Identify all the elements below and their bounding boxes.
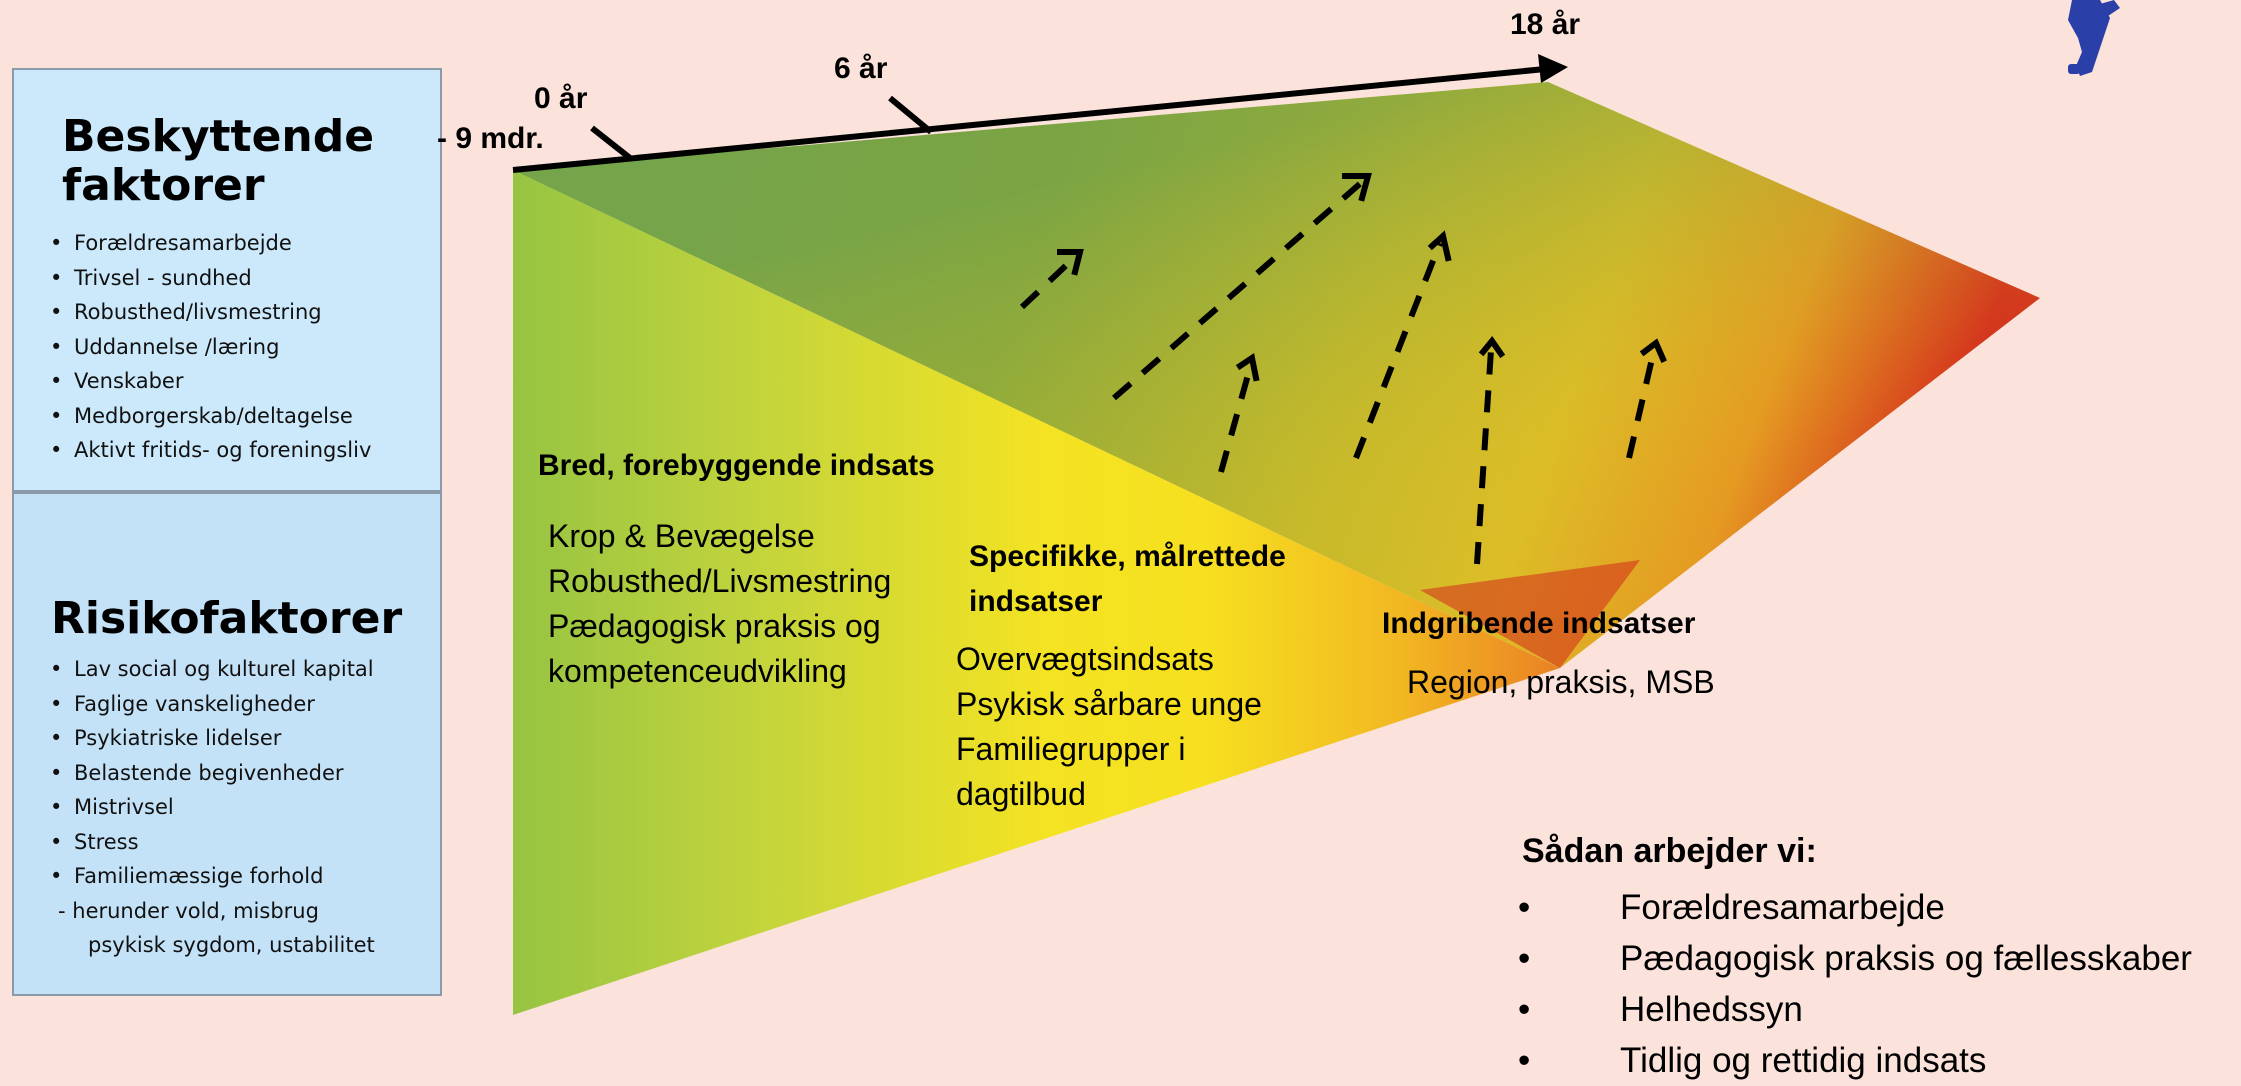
intervening-title: Indgribende indsatser xyxy=(1382,607,1696,640)
list-item: Psykiatriske lidelser xyxy=(50,721,375,756)
broad-prevention-title: Bred, forebyggende indsats xyxy=(538,449,935,482)
list-item: Pædagogisk praksis og xyxy=(548,608,881,644)
intervening-text: Region, praksis, MSB xyxy=(1407,664,1715,700)
dashed-arrow xyxy=(1626,349,1657,459)
list-item: Mistrivsel xyxy=(50,790,375,825)
age-0-marker xyxy=(590,125,632,161)
risk-factors-box: Risikofaktorer Lav social og kulturel ka… xyxy=(12,492,442,996)
list-item: Stress xyxy=(50,825,375,860)
list-item: • Tidlig og rettidig indsats xyxy=(1518,1035,2192,1086)
specific-interventions-list: Overvægtsindsats Psykisk sårbare unge Fa… xyxy=(956,637,1262,817)
list-item: dagtilbud xyxy=(956,776,1086,812)
upward-arrows xyxy=(1019,179,1657,565)
bullet: • xyxy=(1518,888,1531,927)
list-item: Faglige vanskeligheder xyxy=(50,687,375,722)
specific-title-line: indsatser xyxy=(969,585,1103,618)
list-sub-item: psykisk sygdom, ustabilitet xyxy=(88,933,375,957)
age-label-6: 6 år xyxy=(834,52,888,85)
age-label-18: 18 år xyxy=(1510,8,1581,41)
list-item-text: Helhedssyn xyxy=(1620,990,1803,1029)
list-item: Venskaber xyxy=(50,364,371,399)
age-label-0: 0 år xyxy=(534,82,588,115)
list-item: Robusthed/Livsmestring xyxy=(548,563,892,599)
list-item: Krop & Bevægelse xyxy=(548,518,815,554)
dashed-arrow xyxy=(1353,241,1443,460)
bullet: • xyxy=(1518,939,1531,978)
protective-factors-box: Beskyttende faktorer Forældresamarbejde … xyxy=(12,68,442,492)
broad-prevention-list: Krop & Bevægelse Robusthed/Livsmestring … xyxy=(548,514,891,694)
list-item: Overvægtsindsats xyxy=(956,641,1214,677)
climbing-figure-icon xyxy=(2068,0,2120,76)
list-item: Belastende begivenheder xyxy=(50,756,375,791)
list-item: • Forældresamarbejde xyxy=(1518,882,2192,933)
list-item-text: Forældresamarbejde xyxy=(1620,888,1945,927)
risk-factors-title: Risikofaktorer xyxy=(51,593,403,644)
dashed-arrow xyxy=(1218,363,1254,473)
bullet: • xyxy=(1518,990,1531,1029)
bullet: • xyxy=(1518,1041,1531,1080)
timeline-arrow-line xyxy=(512,66,1546,173)
protective-factors-list: Forældresamarbejde Trivsel - sundhed Rob… xyxy=(50,226,371,468)
age-6-marker xyxy=(888,95,933,135)
specific-title-line: Specifikke, målrettede xyxy=(969,540,1286,573)
list-item-text: Tidlig og rettidig indsats xyxy=(1620,1041,1987,1080)
list-item: Uddannelse /læring xyxy=(50,330,371,365)
wedge-red-corner xyxy=(1420,560,1640,668)
arrow-head xyxy=(1342,173,1372,202)
list-item: Aktivt fritids- og foreningsliv xyxy=(50,433,371,468)
list-item: Lav social og kulturel kapital xyxy=(50,652,375,687)
list-item: Robusthed/livsmestring xyxy=(50,295,371,330)
age-label-prenatal: - 9 mdr. xyxy=(437,122,544,155)
list-item: Forældresamarbejde xyxy=(50,226,371,261)
list-item-text: Pædagogisk praksis og fællesskaber xyxy=(1620,939,2192,978)
wedge-front-face xyxy=(513,170,1560,1015)
dashed-arrow xyxy=(1112,179,1364,401)
list-sub-item: - herunder vold, misbrug xyxy=(58,898,319,923)
risk-factors-list: Lav social og kulturel kapital Faglige v… xyxy=(50,652,375,963)
protective-factors-title: Beskyttende faktorer xyxy=(62,111,375,212)
arrow-head xyxy=(1235,353,1260,382)
arrow-head xyxy=(1639,338,1667,363)
list-item: Medborgerskab/deltagelse xyxy=(50,399,371,434)
arrow-head xyxy=(1427,230,1452,262)
timeline-arrow-head xyxy=(1538,54,1568,83)
arrow-head xyxy=(1057,249,1084,276)
wedge-top-shade xyxy=(513,82,2040,668)
specific-interventions-title: Specifikke, målrettede indsatser xyxy=(969,534,1286,624)
how-we-work-title: Sådan arbejder vi: xyxy=(1522,832,1817,870)
how-we-work-list: • Forældresamarbejde • Pædagogisk praksis … xyxy=(1518,882,2192,1086)
list-item: • Pædagogisk praksis og fællesskaber xyxy=(1518,933,2192,984)
list-item: Psykisk sårbare unge xyxy=(956,686,1262,722)
list-item: • Helhedssyn xyxy=(1518,984,2192,1035)
list-item: Familiemæssige forhold xyxy=(50,859,375,894)
arrow-heads xyxy=(1057,173,1667,382)
list-item: kompetenceudvikling xyxy=(548,653,847,689)
list-item: Familiegrupper i xyxy=(956,731,1186,767)
list-item: Trivsel - sundhed xyxy=(50,261,371,296)
arrow-head xyxy=(1478,336,1506,359)
dashed-arrow xyxy=(1019,255,1077,310)
